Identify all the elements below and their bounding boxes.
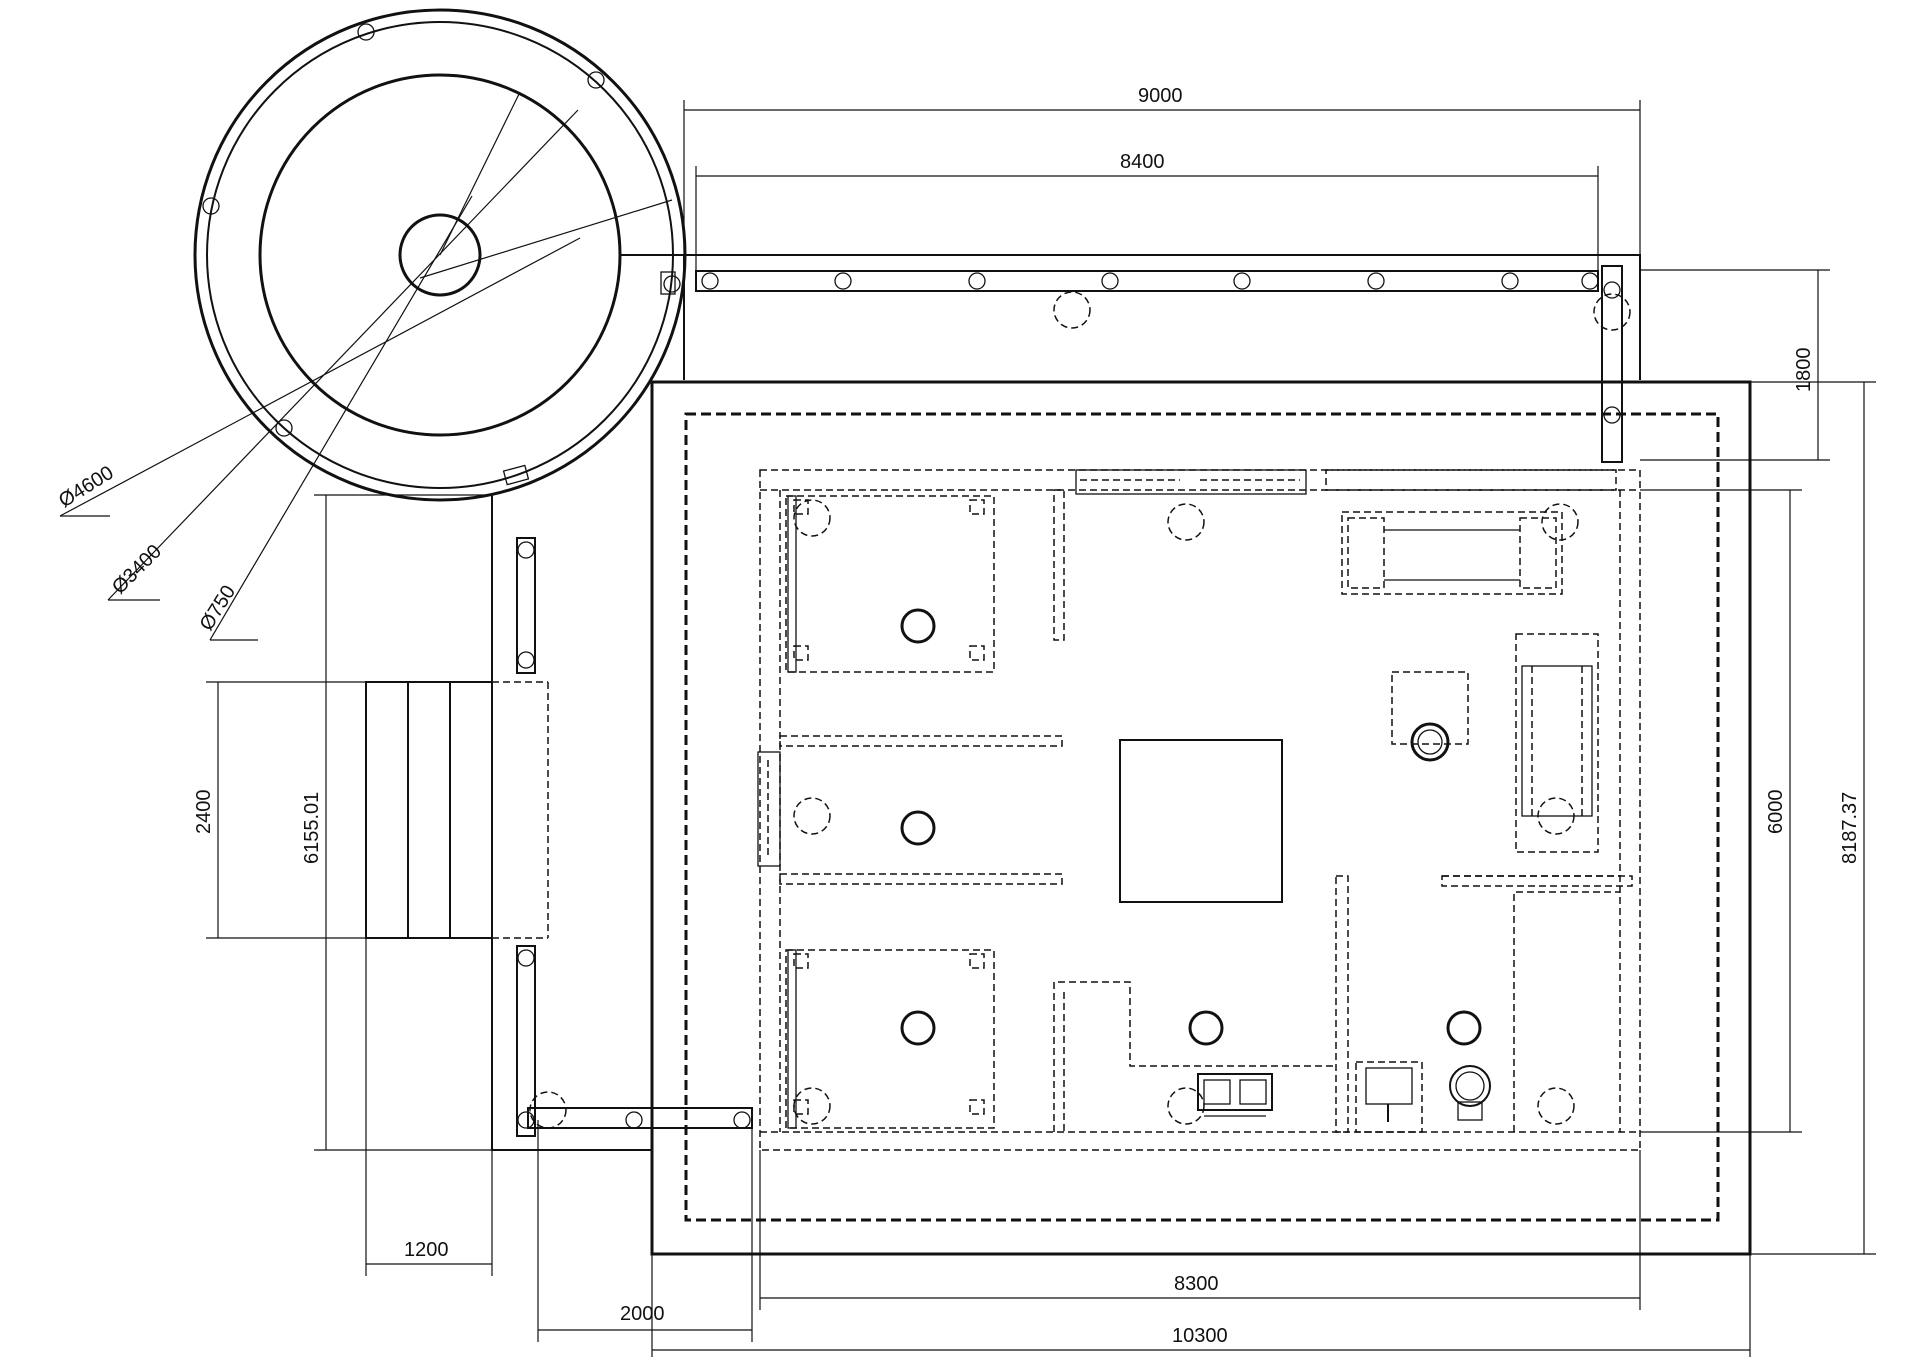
room-top-middle — [1053, 469, 1307, 641]
lounge-chair — [1391, 671, 1469, 762]
dim-label-left-overall: 6155.01 — [301, 792, 323, 864]
diameter-leaders — [59, 91, 673, 641]
dim-label-bottom-left: 1200 — [404, 1239, 449, 1261]
dim-label-left-entry: 2400 — [193, 790, 215, 835]
dimension-lines — [206, 100, 1876, 1357]
room-top-right — [1325, 469, 1617, 595]
dim-label-bottom-overall: 10300 — [1172, 1325, 1228, 1347]
diameter-label-outer: Ø4600 — [55, 462, 118, 512]
dim-label-bottom-mid: 2000 — [620, 1303, 665, 1325]
room-bottom-middle — [1053, 875, 1349, 1133]
dim-label-right-inner: 6000 — [1765, 790, 1787, 835]
diameter-label-mid: Ø3400 — [108, 541, 166, 599]
room-bottom-left — [785, 949, 995, 1129]
dim-label-top-overall: 9000 — [1138, 85, 1183, 107]
dim-label-top-inner: 8400 — [1120, 151, 1165, 173]
room-top-left — [785, 495, 995, 673]
room-bottom-right — [1355, 875, 1633, 1133]
diameter-label-inner: Ø750 — [196, 581, 241, 634]
central-stage — [1119, 739, 1283, 903]
left-entry — [365, 495, 753, 1151]
dim-label-right-overall: 8187.37 — [1839, 792, 1861, 864]
room-middle-left — [757, 735, 1063, 885]
top-walkway — [620, 254, 1641, 463]
dim-label-bottom-inner: 8300 — [1174, 1273, 1219, 1295]
sofa-right — [1515, 633, 1599, 853]
dim-label-right-top: 1800 — [1793, 348, 1815, 393]
